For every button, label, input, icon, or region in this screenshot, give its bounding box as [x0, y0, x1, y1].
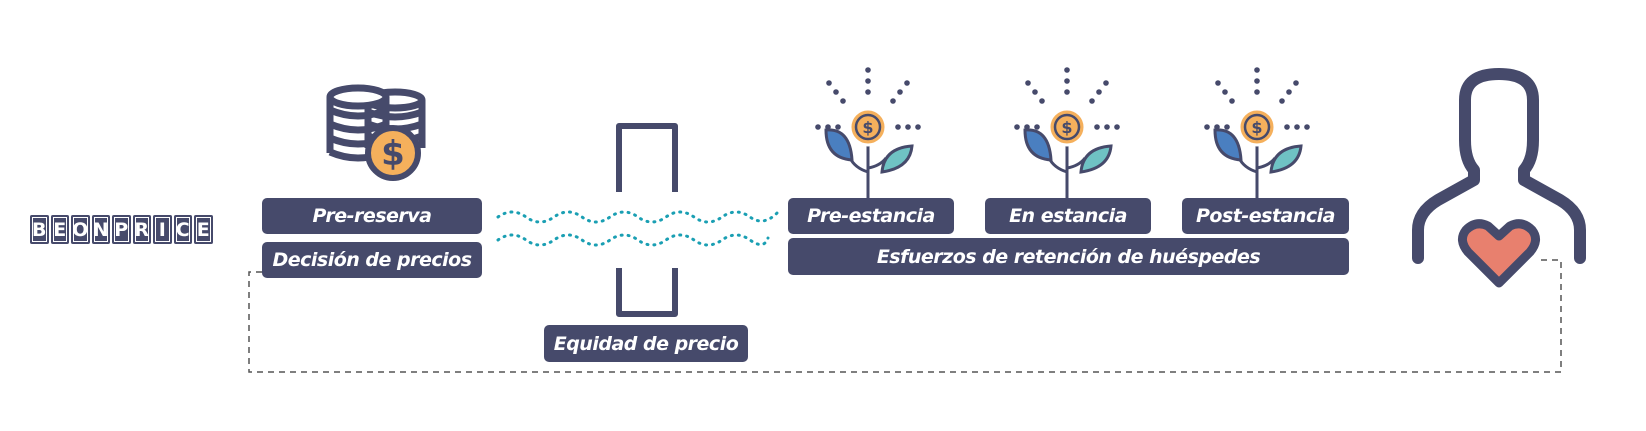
- wave-line-bottom: [496, 233, 770, 247]
- wave-line-top: [496, 210, 780, 224]
- logo-letter: E: [50, 215, 69, 244]
- logo-letter: B: [30, 215, 49, 244]
- person-heart-icon: [1412, 68, 1586, 288]
- logo-letter: I: [153, 215, 172, 244]
- label-decision-precios: Decisión de precios: [262, 242, 482, 278]
- logo-letter: P: [112, 215, 131, 244]
- coins-dollar-icon: [326, 84, 426, 181]
- logo-letter: N: [91, 215, 110, 244]
- label-en-estancia: En estancia: [985, 198, 1151, 234]
- svg-text:$: $: [1061, 118, 1072, 137]
- logo-letter: R: [132, 215, 151, 244]
- plant-coin-icon-3: $: [1204, 67, 1310, 198]
- dashed-loop-connector: [248, 259, 1562, 373]
- logo-letter: E: [194, 215, 213, 244]
- label-pre-reserva: Pre-reserva: [262, 198, 482, 234]
- label-equidad-precio: Equidad de precio: [544, 325, 748, 362]
- plant-coin-icon-2: $: [1014, 67, 1120, 198]
- coins-dollar-sign: $: [381, 134, 405, 174]
- logo-letter: C: [173, 215, 192, 244]
- label-retencion-huespedes: Esfuerzos de retención de huéspedes: [788, 238, 1349, 275]
- label-pre-estancia: Pre-estancia: [788, 198, 954, 234]
- logo-letter: O: [71, 215, 90, 244]
- svg-text:$: $: [1251, 118, 1262, 137]
- svg-text:$: $: [862, 118, 873, 137]
- beonprice-logo: B E O N P R I C E: [30, 215, 213, 244]
- bracket-gate-icon: [616, 123, 678, 317]
- label-post-estancia: Post-estancia: [1182, 198, 1349, 234]
- plant-coin-icon-1: $: [815, 67, 921, 198]
